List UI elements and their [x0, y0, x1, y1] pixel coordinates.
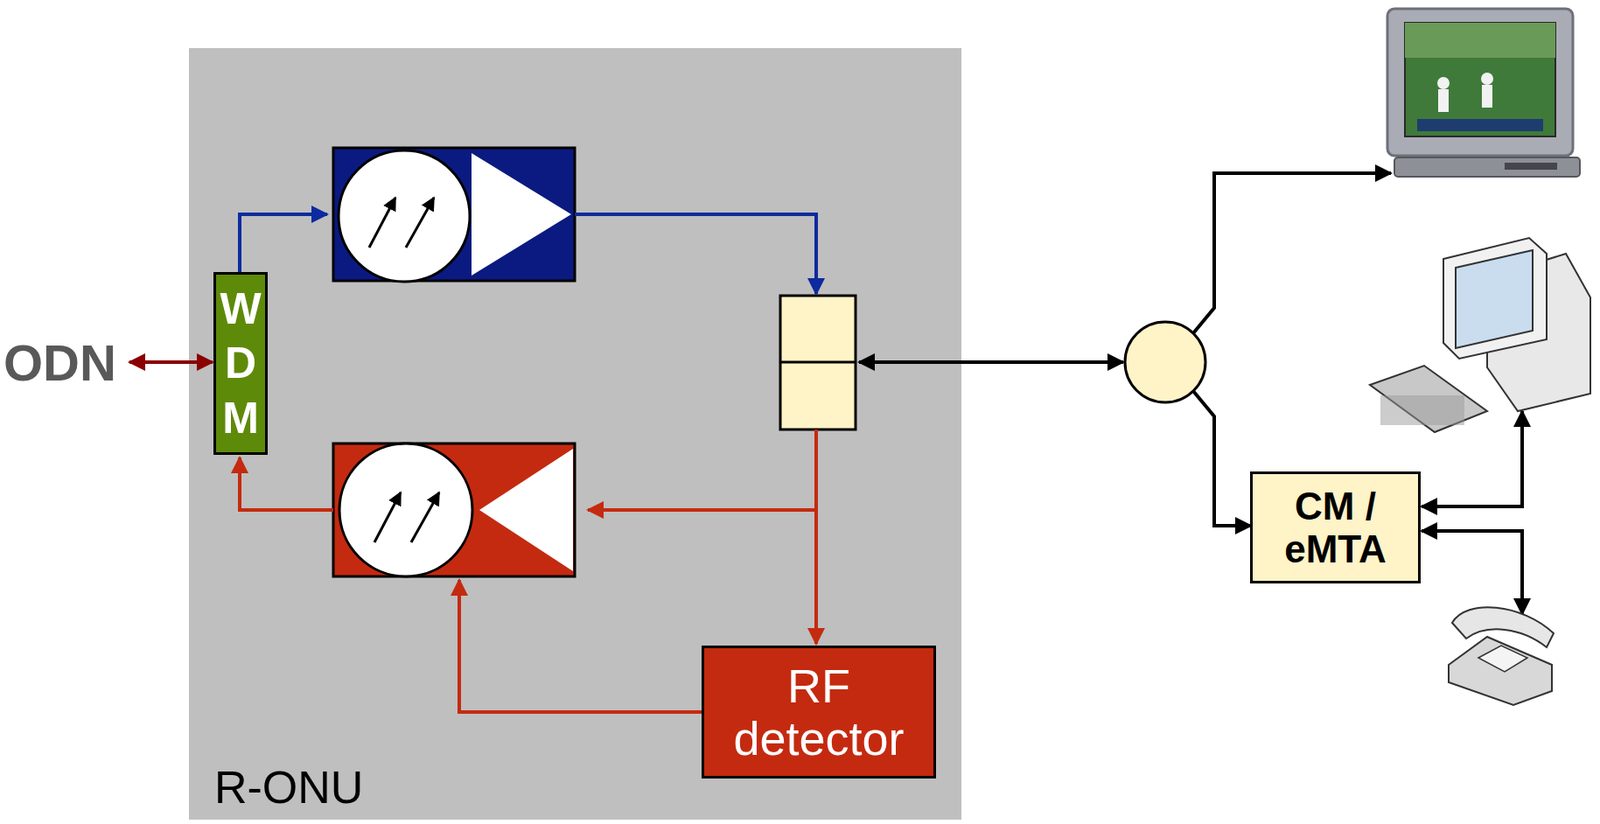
upstream-wire — [239, 457, 334, 511]
pc-monitor — [1443, 237, 1547, 359]
downstream-wire — [239, 214, 328, 273]
phone-base — [1448, 636, 1552, 706]
tv-screen-banner — [1417, 118, 1544, 132]
diplexer — [780, 295, 856, 430]
panel-region: R-ONU WDM RF detector — [188, 48, 962, 820]
upstream-wire — [814, 429, 818, 644]
tv-screen-figure — [1438, 89, 1449, 112]
odn-link — [129, 360, 213, 364]
tv-screen-figure — [1437, 76, 1450, 90]
photodiode-symbol — [338, 150, 470, 282]
coax-wire — [1193, 173, 1391, 334]
r-onu-panel — [188, 48, 962, 820]
wdm-box: WDM — [213, 272, 268, 455]
enable-wire — [459, 579, 705, 713]
tv-screen-crowd — [1404, 22, 1556, 58]
detector-box: RF detector — [701, 645, 937, 779]
light-arrow — [405, 197, 434, 248]
diplexer-divider — [780, 361, 856, 364]
light-arrow — [369, 197, 396, 248]
phone-icon — [1448, 607, 1554, 706]
node-label: RF detector — [704, 659, 934, 766]
light-arrow — [374, 492, 401, 543]
node-label: CM / eMTA — [1252, 484, 1419, 572]
amplifier-symbol — [479, 448, 573, 572]
tv-screen-figure — [1481, 72, 1494, 85]
coax-wire — [1193, 391, 1251, 526]
receiver-amplifier — [333, 147, 575, 282]
coax-link — [859, 360, 1124, 364]
pc-keyboard — [1369, 365, 1488, 433]
pc-screen — [1455, 250, 1533, 349]
laser-symbol — [339, 443, 473, 577]
downstream-wire — [574, 214, 817, 294]
light-arrow — [411, 492, 440, 543]
phone-keypad — [1478, 645, 1528, 672]
tv-screen — [1404, 22, 1556, 137]
node-label: WDM — [218, 281, 263, 447]
phone-handset — [1452, 607, 1554, 648]
modem-box: CM / eMTA — [1250, 471, 1421, 584]
phone-wire — [1421, 531, 1523, 615]
receiver-body — [333, 147, 575, 281]
pc-shadow — [1380, 395, 1465, 426]
amplifier-symbol — [471, 153, 572, 276]
coax-splitter — [1124, 321, 1206, 403]
transmitter-body — [333, 443, 575, 577]
set-top-box — [1394, 157, 1580, 177]
tv-housing — [1387, 8, 1573, 156]
tv-icon — [1387, 8, 1580, 177]
pc-icon — [1369, 237, 1591, 433]
tv-screen-figure — [1481, 84, 1493, 108]
network-label: ODN — [3, 335, 117, 392]
transmitter-laser — [333, 443, 575, 577]
set-top-box-slot — [1504, 162, 1558, 170]
upstream-wire — [587, 508, 817, 512]
node-label: R-ONU — [214, 762, 364, 813]
